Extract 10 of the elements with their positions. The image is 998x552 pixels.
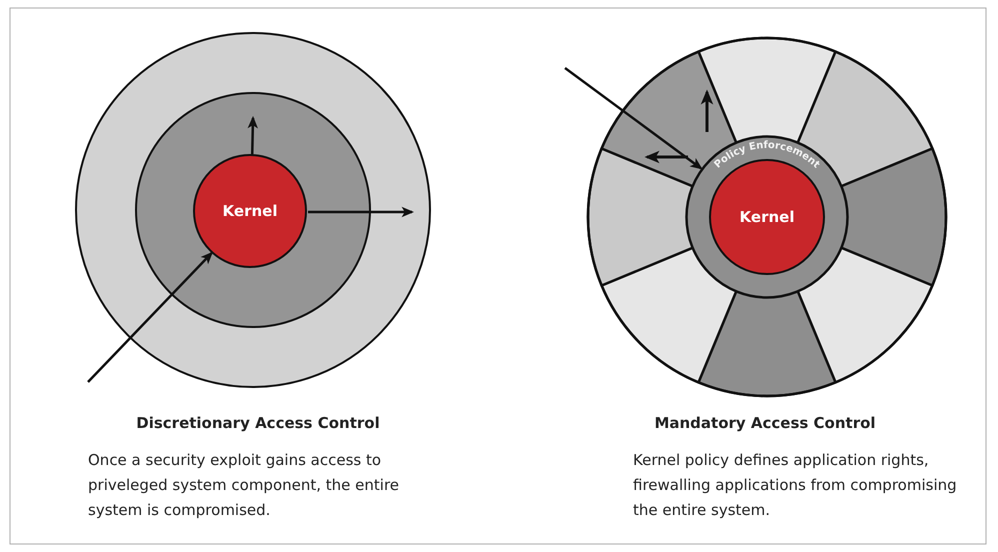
description-text: Once a security exploit gains access to priveleged system component, the entire system is compromised. [88,450,400,521]
arrow [248,116,258,156]
kernel-label: Kernel [222,202,278,220]
description-text: Kernel policy defines application rights, firewalling applications from compromising the entire system. [633,450,958,521]
kernel-label: Kernel [740,208,794,226]
arrow [564,67,703,170]
arrow [308,206,414,218]
diagram-heading: Discretionary Access Control [135,414,381,432]
diagram-heading: Mandatory Access Control [653,414,877,432]
arrow [87,252,213,383]
